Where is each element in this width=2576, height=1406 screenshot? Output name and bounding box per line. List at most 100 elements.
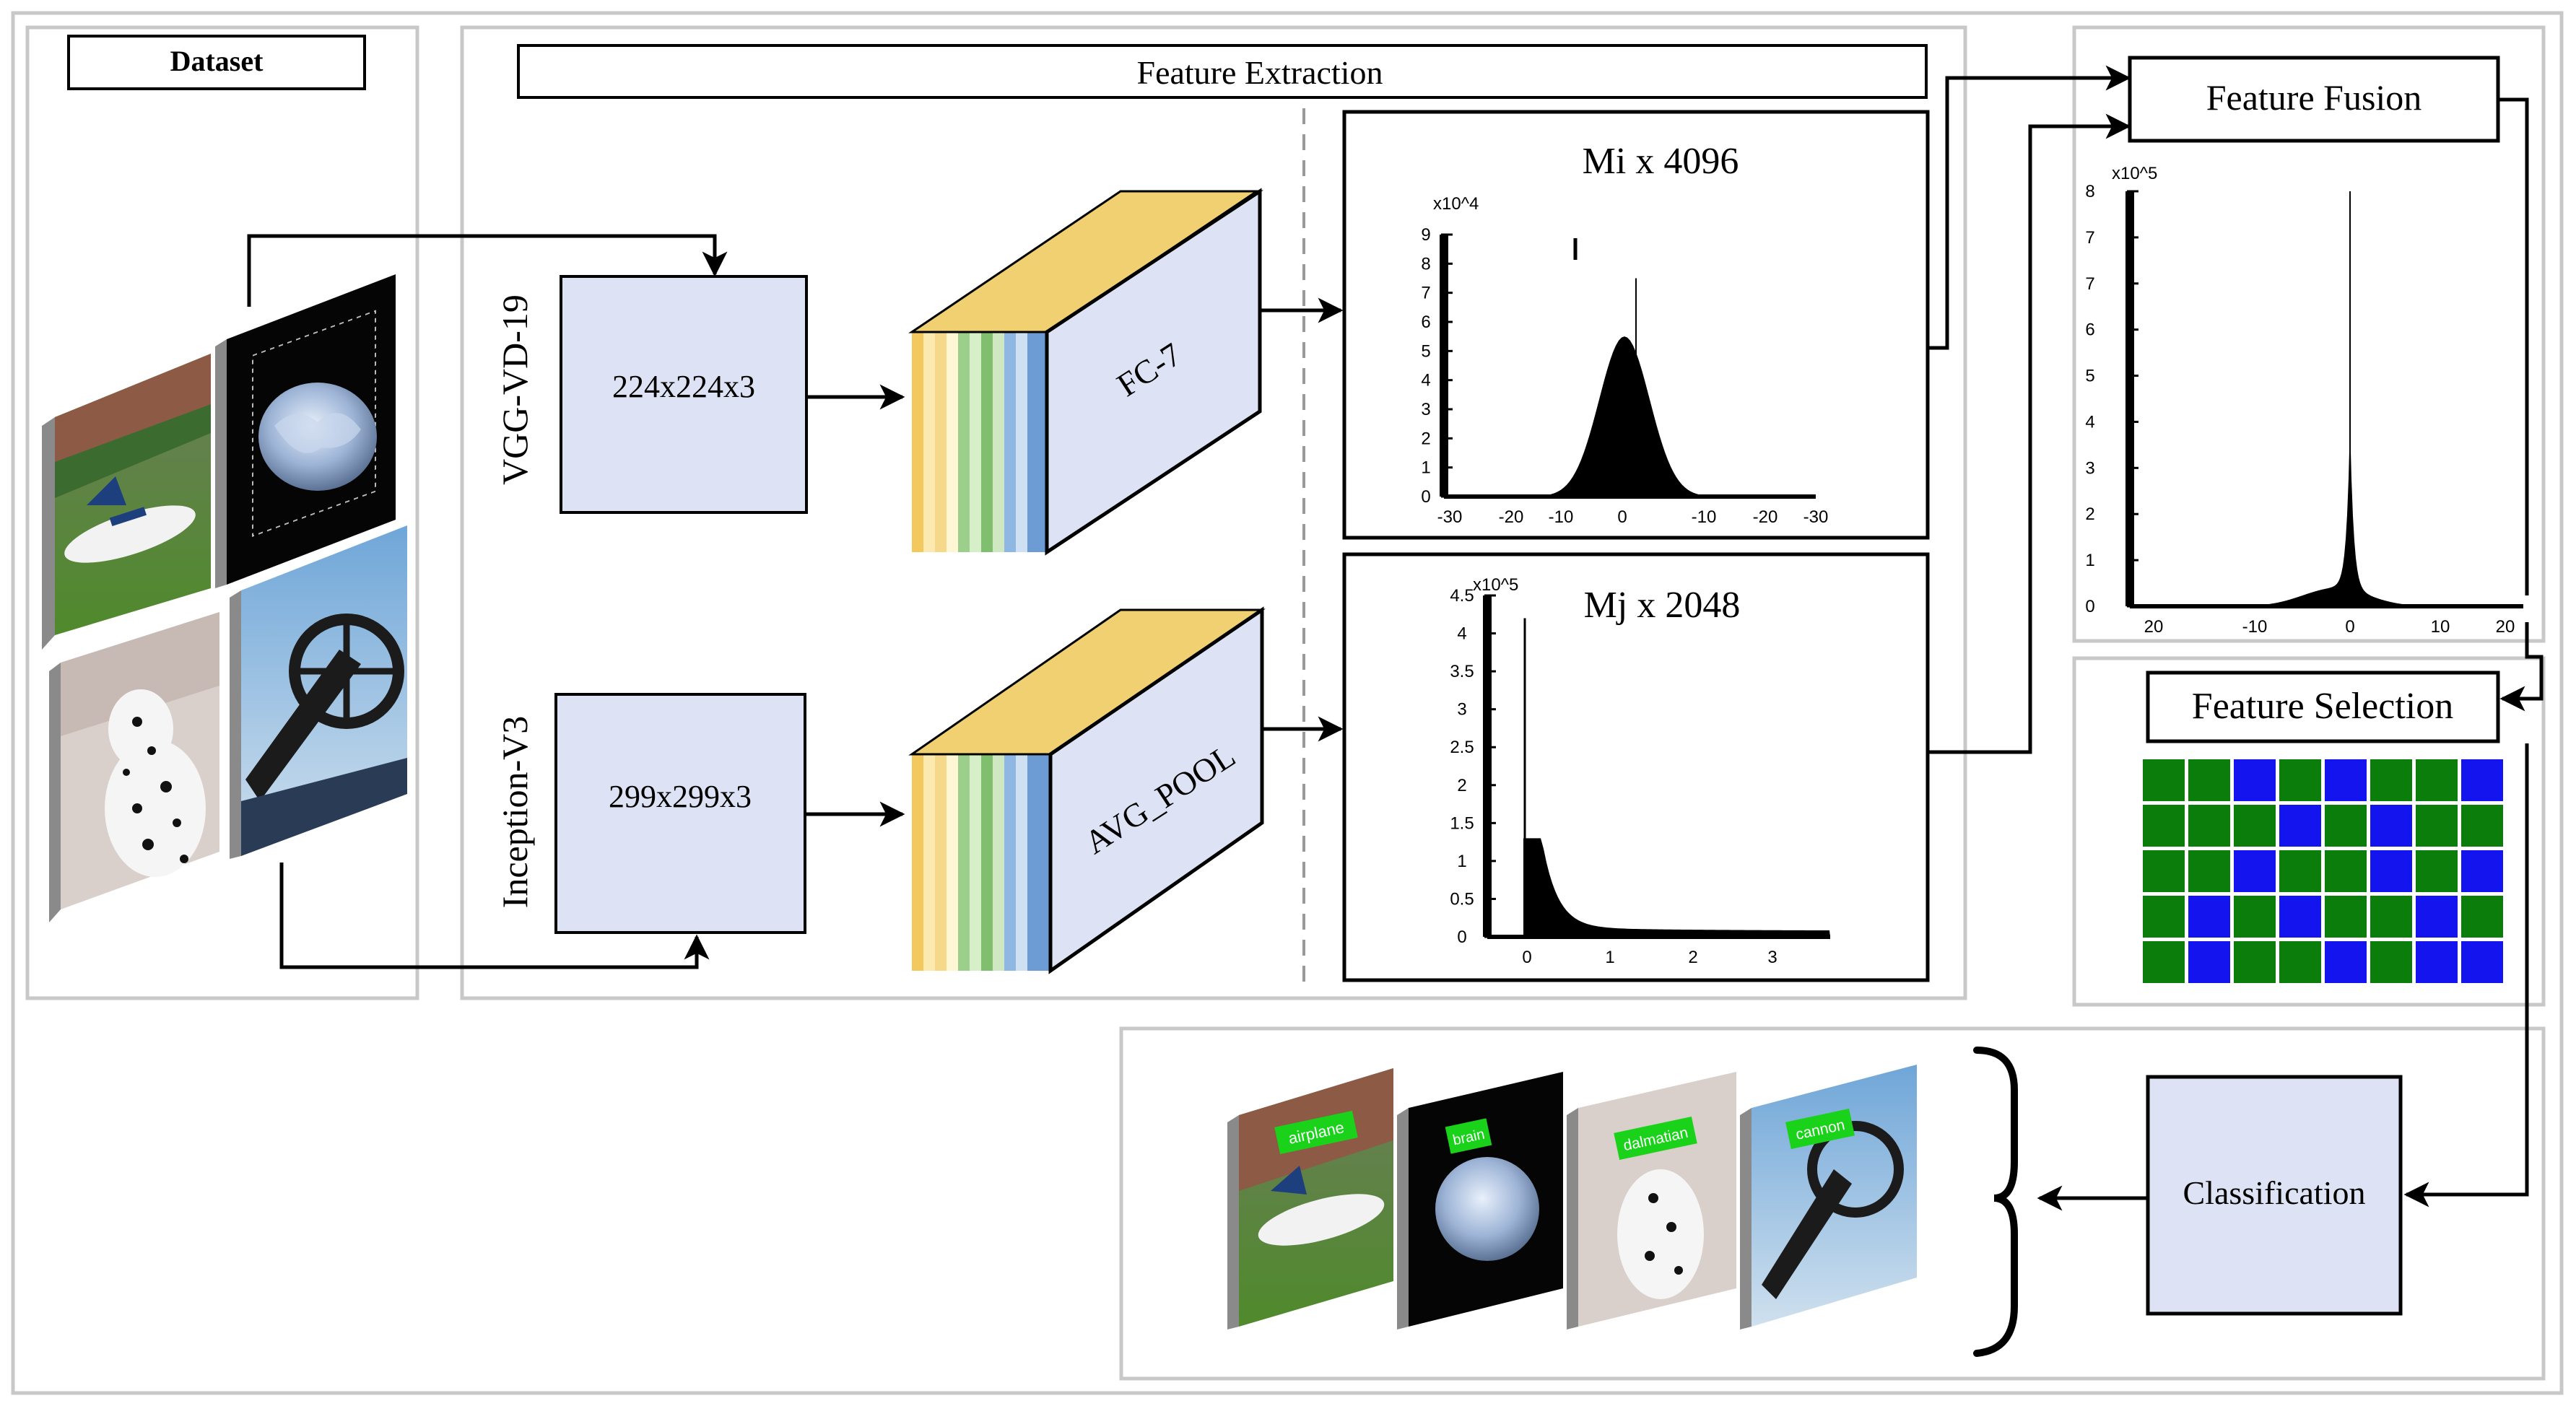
selection-cell [2416, 759, 2458, 801]
inception-input: 299x299x3 [609, 779, 752, 814]
chart-x-tick-label: 0 [1522, 948, 1531, 967]
chart-x-tick-label: 0 [1617, 507, 1627, 527]
selection-cell [2370, 896, 2412, 938]
dataset-image-cannon [230, 525, 407, 859]
selection-cell [2325, 896, 2367, 938]
dataset-label: Dataset [170, 45, 264, 77]
chart-y-tick-label: 0 [1457, 927, 1466, 947]
dataset-image-dalmatian [49, 612, 219, 922]
chart-y-tick-label: 0 [1421, 487, 1430, 507]
chart-x-tick-label: -10 [1549, 507, 1574, 527]
selection-cell [2461, 941, 2503, 983]
extraction-header: Feature Extraction [1136, 54, 1383, 91]
selection-cell [2370, 850, 2412, 892]
selection-cell [2234, 896, 2276, 938]
chart-x-tick-label: 1 [1605, 948, 1614, 967]
classification-label: Classification [2183, 1174, 2366, 1211]
chart-y-tick-label: 3.5 [1450, 662, 1474, 681]
selection-cell [2461, 805, 2503, 847]
chart-y-tick-label: 7 [2085, 228, 2094, 248]
chart-y-tick-label: 4 [1457, 624, 1466, 644]
chart-x-tick-label: 20 [2496, 617, 2515, 637]
chart-x-tick-label: -10 [1692, 507, 1717, 527]
selection-cell [2234, 805, 2276, 847]
selection-cell [2143, 896, 2185, 938]
chart-y-tick-label: 2 [1457, 776, 1466, 795]
chart-y-tick-label: 1 [1457, 852, 1466, 871]
selection-grid [2143, 759, 2503, 983]
selection-cell [2188, 896, 2230, 938]
selection-cell [2279, 805, 2321, 847]
chart-y-tick-label: 4 [2085, 412, 2094, 432]
prediction-tag-cannon: cannon [1785, 1109, 1855, 1149]
selection-cell [2279, 941, 2321, 983]
vgg-input: 224x224x3 [612, 369, 755, 404]
chart-x-tick-label: 20 [2144, 617, 2164, 637]
chart-x-tick-label: -20 [1499, 507, 1524, 527]
selection-cell [2325, 759, 2367, 801]
chart-y-tick-label: 1 [2085, 551, 2094, 570]
vgg-layer-block [908, 188, 1263, 556]
selection-panel [2072, 656, 2546, 1007]
arrow-inception-chart-to-fusion [1926, 113, 2131, 754]
chart-y-tick-label: 3 [1421, 400, 1430, 419]
chart-y-tick-label: 3 [1457, 700, 1466, 720]
chart-x-tick-label: 0 [2345, 617, 2354, 637]
chart-x-tick-label: 3 [1767, 948, 1777, 967]
chart-y-tick-label: 2 [2085, 505, 2094, 524]
chart-x-tick-label: -30 [1803, 507, 1829, 527]
chart-x-tick-label: -10 [2242, 617, 2268, 637]
dataset-image-airplane [42, 354, 211, 650]
result-image-airplane [1227, 1068, 1393, 1329]
selection-label: Feature Selection [2192, 686, 2453, 727]
selection-cell [2188, 850, 2230, 892]
chart-frame [1342, 552, 1930, 982]
selection-cell [2188, 759, 2230, 801]
classification-panel [1119, 1026, 2546, 1381]
result-image-dalmatian [1567, 1072, 1736, 1329]
selection-cell [2143, 805, 2185, 847]
selection-cell [2416, 850, 2458, 892]
chart-y-tick-label: 4.5 [1450, 586, 1474, 606]
chart-y-tick-label: 1 [1421, 458, 1430, 478]
dataset-label-box [67, 35, 366, 90]
results-brace [1973, 1047, 2018, 1357]
chart-series-area [1494, 336, 1754, 497]
arrow-dataset-to-vgg [247, 234, 728, 307]
chart-exponent: x10^5 [1473, 575, 1518, 595]
selection-cell [2325, 805, 2367, 847]
chart-exponent: x10^4 [1433, 194, 1479, 214]
selection-cell [2416, 805, 2458, 847]
result-image-cannon [1740, 1065, 1917, 1329]
chart-series-area [1523, 838, 1830, 937]
chart-y-tick-label: 3 [2085, 458, 2094, 478]
dataset-image-brain [215, 274, 396, 588]
chart-y-tick-label: 7 [2085, 274, 2094, 294]
selection-cell [2234, 850, 2276, 892]
inception-layer-block [908, 606, 1266, 974]
chart-y-tick-label: 1.5 [1450, 813, 1474, 833]
dataset-panel [25, 25, 419, 1000]
selection-cell [2461, 850, 2503, 892]
vgg-name: VGG-VD-19 [495, 294, 535, 485]
chart-y-tick-label: 5 [1421, 341, 1430, 361]
chart-y-tick-label: 8 [1421, 254, 1430, 274]
inception-name: Inception-V3 [495, 716, 535, 909]
chart-title: Mj x 2048 [1584, 585, 1741, 626]
selection-cell [2143, 850, 2185, 892]
arrow-chart-to-selection [2499, 622, 2544, 712]
chart-y-tick-label: 6 [1421, 313, 1430, 332]
selection-cell [2416, 896, 2458, 938]
arrow-selection-to-classification [2403, 743, 2529, 1208]
chart-y-tick-label: 6 [2085, 320, 2094, 340]
selection-cell [2416, 941, 2458, 983]
chart-y-tick-label: 2 [1421, 429, 1430, 448]
selection-label-box [2146, 671, 2500, 743]
selection-cell [2279, 850, 2321, 892]
chart-x-tick-label: 2 [1688, 948, 1697, 967]
selection-cell [2370, 941, 2412, 983]
selection-cell [2188, 805, 2230, 847]
